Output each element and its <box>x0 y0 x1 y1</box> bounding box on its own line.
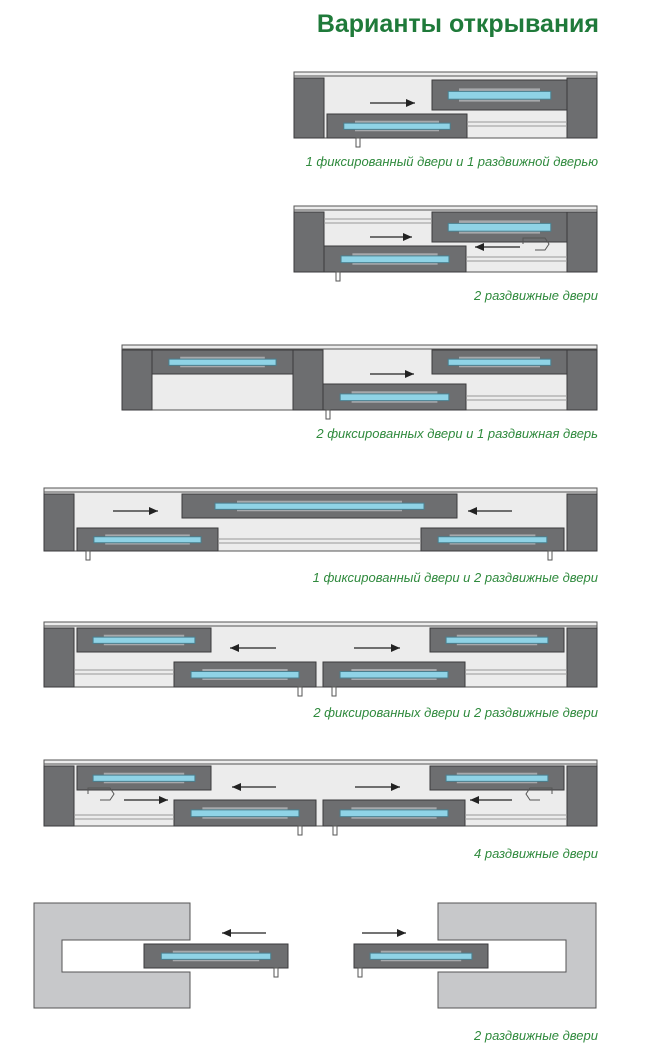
lock-icon <box>87 787 115 801</box>
glass-panel <box>93 536 202 544</box>
direction-arrow-icon <box>222 929 231 937</box>
frame-post <box>292 349 324 411</box>
door-handle-icon <box>335 271 341 282</box>
door-handle-icon <box>355 137 361 148</box>
glass-panel <box>340 255 450 264</box>
diagram-variant-5 <box>43 621 598 697</box>
frame-post <box>293 77 325 139</box>
direction-arrow-icon <box>230 644 239 652</box>
frame-post <box>293 211 325 273</box>
glass-panel <box>339 671 449 679</box>
door-handle-icon <box>85 550 91 561</box>
direction-arrow-icon <box>405 370 414 378</box>
door-handle-icon <box>297 686 303 697</box>
glass-panel <box>447 222 552 232</box>
glass-panel <box>343 122 451 130</box>
caption-variant-3: 2 фиксированных двери и 1 раздвижная две… <box>316 426 598 441</box>
door-handle-icon <box>325 409 331 420</box>
direction-arrow-icon <box>475 243 484 251</box>
glass-panel <box>447 90 552 100</box>
frame-post <box>43 627 75 688</box>
caption-variant-6: 4 раздвижные двери <box>474 846 598 861</box>
door-handle-icon <box>331 686 337 697</box>
glass-panel <box>92 774 196 782</box>
direction-arrow-icon <box>159 796 168 804</box>
caption-variant-5: 2 фиксированных двери и 2 раздвижные две… <box>313 705 598 720</box>
glass-panel <box>190 671 300 679</box>
glass-panel <box>339 393 450 402</box>
glass-panel <box>339 809 449 818</box>
door-handle-icon <box>273 967 279 978</box>
lock-icon <box>522 237 550 251</box>
door-handle-icon <box>357 967 363 978</box>
glass-panel <box>445 636 549 644</box>
glass-panel <box>160 952 272 960</box>
direction-arrow-icon <box>232 783 241 791</box>
glass-panel <box>92 636 196 644</box>
frame-post <box>566 349 598 411</box>
wall-pocket-right <box>437 902 597 1009</box>
direction-arrow-icon <box>397 929 406 937</box>
diagram-variant-3 <box>121 344 598 420</box>
frame-post <box>43 493 75 552</box>
glass-panel <box>214 502 425 510</box>
frame-post <box>566 211 598 273</box>
door-handle-icon <box>332 825 338 836</box>
diagram-variant-6 <box>43 759 598 836</box>
caption-variant-2: 2 раздвижные двери <box>474 288 598 303</box>
direction-arrow-icon <box>391 783 400 791</box>
direction-arrow-icon <box>403 233 412 241</box>
frame-post <box>566 77 598 139</box>
caption-variant-1: 1 фиксированный двери и 1 раздвижной две… <box>305 154 598 169</box>
frame-post <box>121 349 153 411</box>
direction-arrow-icon <box>468 507 477 515</box>
page-title: Варианты открывания <box>316 10 599 38</box>
lock-icon <box>525 787 553 801</box>
frame-post <box>566 765 598 827</box>
frame-post <box>43 765 75 827</box>
glass-panel <box>369 952 473 960</box>
direction-arrow-icon <box>391 644 400 652</box>
frame-post <box>566 627 598 688</box>
frame-post <box>566 493 598 552</box>
glass-panel <box>445 774 549 782</box>
diagram-variant-1 <box>293 71 598 148</box>
diagram-variant-4 <box>43 487 598 561</box>
direction-arrow-icon <box>149 507 158 515</box>
diagram-variant-2 <box>293 205 598 282</box>
caption-variant-4: 1 фиксированный двери и 2 раздвижные две… <box>312 570 598 585</box>
door-handle-icon <box>297 825 303 836</box>
door-handle-icon <box>547 550 553 561</box>
glass-panel <box>190 809 300 818</box>
caption-variant-7: 2 раздвижные двери <box>474 1028 598 1043</box>
diagram-variant-7 <box>33 902 597 1009</box>
glass-panel <box>168 358 277 366</box>
glass-panel <box>437 536 548 544</box>
direction-arrow-icon <box>470 796 479 804</box>
direction-arrow-icon <box>406 99 415 107</box>
wall-pocket-left <box>33 902 191 1009</box>
glass-panel <box>447 358 552 366</box>
